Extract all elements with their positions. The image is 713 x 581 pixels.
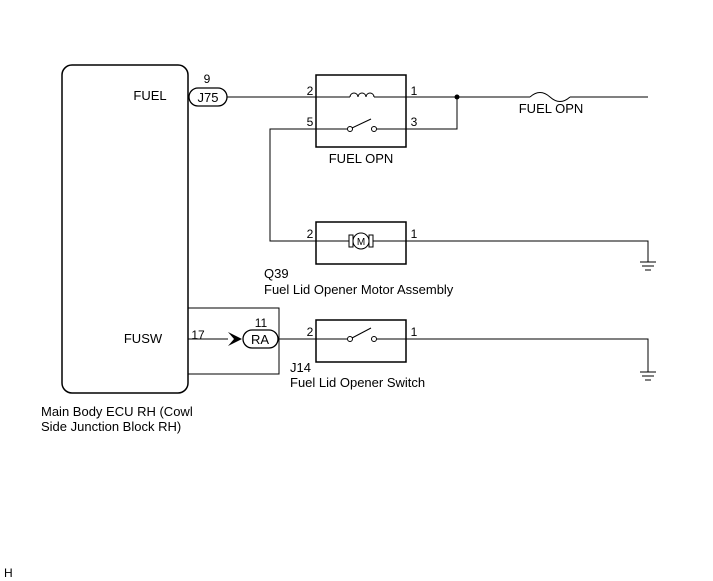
connector-arrow-icon bbox=[228, 332, 242, 346]
wire-switch-ground bbox=[406, 338, 649, 372]
fuse-fuel-opn: FUEL OPN bbox=[519, 92, 584, 116]
connector-j75: 9 J75 bbox=[188, 72, 228, 107]
relay-contact-icon bbox=[316, 118, 406, 132]
fuse-icon bbox=[529, 92, 571, 102]
ground-icon bbox=[640, 371, 656, 381]
relay-outline bbox=[315, 74, 407, 148]
ecu-label-line2: Side Junction Block RH) bbox=[41, 419, 181, 434]
footer-code: H bbox=[4, 566, 13, 580]
ecu-pin-fusw-label: FUSW bbox=[124, 331, 163, 346]
wire-motor-ground bbox=[406, 240, 649, 262]
connector-ra-name: RA bbox=[251, 332, 269, 347]
motor-symbol: M bbox=[357, 237, 365, 248]
relay-pin-1: 1 bbox=[411, 84, 418, 98]
wire-relay-pin3 bbox=[406, 97, 458, 130]
switch-pin-2: 2 bbox=[307, 325, 314, 339]
connector-ra: 11 RA bbox=[242, 316, 279, 349]
relay-pin-3: 3 bbox=[411, 115, 418, 129]
connector-j75-pin: 9 bbox=[204, 72, 211, 86]
switch-pin-1: 1 bbox=[411, 325, 418, 339]
ecu-pin-fusw-number: 17 bbox=[191, 328, 205, 342]
switch-connector: J14 bbox=[290, 360, 311, 375]
relay-pin-2: 2 bbox=[307, 84, 314, 98]
motor-assembly: 2 1 M Q39 Fuel Lid Opener Motor Assembly bbox=[264, 221, 454, 297]
relay-coil-icon bbox=[349, 92, 375, 98]
ecu-pin-fuel-label: FUEL bbox=[133, 88, 166, 103]
main-body-ecu: FUEL FUSW Main Body ECU RH (Cowl Side Ju… bbox=[41, 64, 193, 434]
ground-icon bbox=[640, 261, 656, 271]
motor-icon: M bbox=[348, 232, 374, 250]
ecu-label-line1: Main Body ECU RH (Cowl bbox=[41, 404, 193, 419]
fuse-name: FUEL OPN bbox=[519, 101, 584, 116]
connector-j75-name: J75 bbox=[198, 90, 219, 105]
fuel-lid-opener-switch: 2 1 J14 Fuel Lid Opener Switch bbox=[290, 319, 425, 390]
switch-name: Fuel Lid Opener Switch bbox=[290, 375, 425, 390]
motor-pin-1: 1 bbox=[411, 227, 418, 241]
wire-relay-to-motor bbox=[269, 128, 316, 242]
relay-fuel-opn: 2 1 5 3 FUEL OPN bbox=[307, 74, 418, 166]
relay-pin-5: 5 bbox=[307, 115, 314, 129]
motor-name: Fuel Lid Opener Motor Assembly bbox=[264, 282, 454, 297]
connector-ra-pin: 11 bbox=[255, 316, 268, 330]
motor-pin-2: 2 bbox=[307, 227, 314, 241]
relay-name: FUEL OPN bbox=[329, 151, 394, 166]
ecu-outline bbox=[61, 64, 189, 394]
connector-ra-bracket bbox=[188, 307, 280, 375]
motor-connector: Q39 bbox=[264, 266, 289, 281]
switch-contact-icon bbox=[316, 327, 406, 342]
switch-outline bbox=[315, 319, 407, 363]
